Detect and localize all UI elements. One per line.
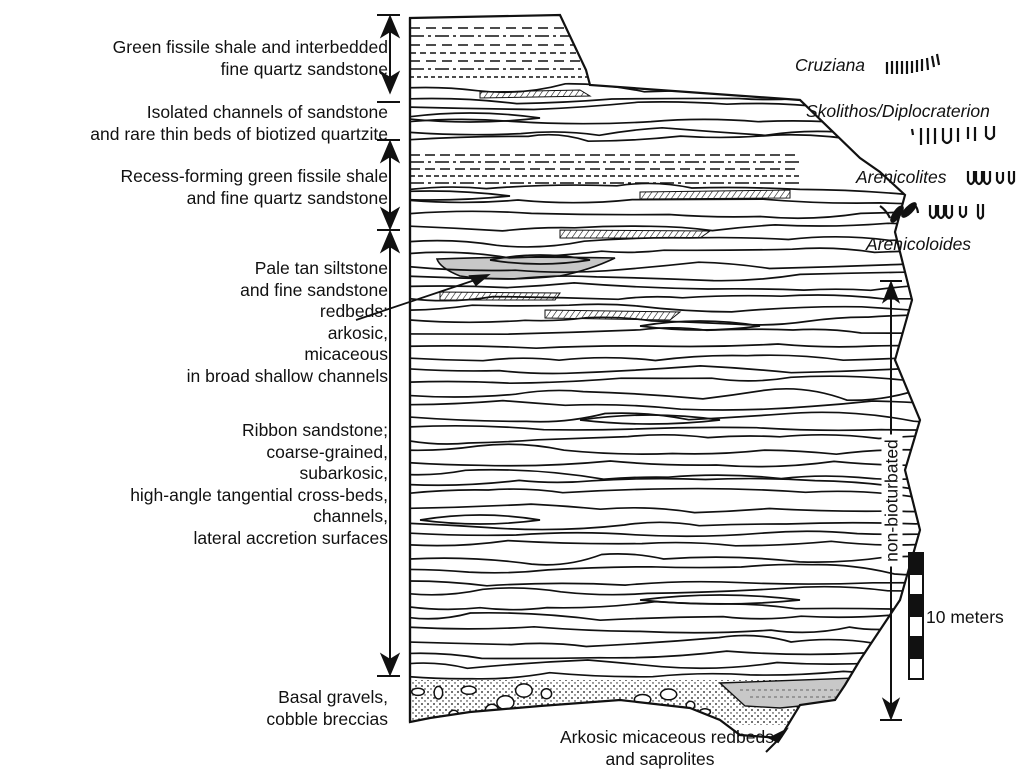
scale-bar-label: 10 meters	[926, 607, 1004, 628]
unit-label-line: subarkosic,	[130, 463, 388, 485]
unit-label-line: arkosic,	[187, 323, 388, 345]
cobble	[434, 686, 443, 699]
unit-label-line: lateral accretion surfaces	[130, 528, 388, 550]
unit-label-line: in broad shallow channels	[187, 366, 388, 388]
cruziana-label: Cruziana	[795, 55, 865, 76]
unit-label-line: Green fissile shale and interbedded	[113, 37, 388, 59]
cobble	[583, 707, 599, 714]
unit-label-line: channels,	[130, 506, 388, 528]
unit-label-line: Pale tan siltstone	[187, 258, 388, 280]
cobble	[461, 686, 476, 694]
cruziana-icon	[887, 54, 939, 74]
bottom-redbeds-label: Arkosic micaceous redbeds and saprolites	[560, 726, 760, 770]
unit-label-line: coarse-grained,	[130, 442, 388, 464]
non-bioturbated-label: non-bioturbated	[882, 435, 903, 567]
unit-label-line: and rare thin beds of biotized quartzite	[90, 124, 388, 146]
bottom-label-line-2: and saprolites	[560, 748, 760, 770]
cobble	[541, 689, 551, 699]
cobble	[516, 684, 533, 697]
unit-label-line: Ribbon sandstone;	[130, 420, 388, 442]
cobble	[412, 688, 425, 695]
unit-label-line: micaceous	[187, 344, 388, 366]
skolithos-label: Skolithos/Diplocraterion	[806, 101, 990, 122]
unit-label-line: and fine quartz sandstone	[121, 188, 388, 210]
unit-label-line: redbeds:	[187, 301, 388, 323]
unit-label-line: high-angle tangential cross-beds,	[130, 485, 388, 507]
cobble	[555, 707, 570, 718]
cobble	[603, 704, 614, 717]
unit-label-line: Isolated channels of sandstone	[90, 102, 388, 124]
arenicolites-label: Arenicolites	[856, 167, 946, 188]
arenicoloides-label: Arenicoloides	[866, 234, 971, 255]
arenicolites-icon	[968, 171, 1014, 184]
unit-label-basal-gravels: Basal gravels,cobble breccias	[266, 687, 388, 730]
cobble	[615, 710, 631, 719]
scale-bar	[909, 553, 923, 679]
unit-label-line: fine quartz sandstone	[113, 59, 388, 81]
unit-label-line: Recess-forming green fissile shale	[121, 166, 388, 188]
unit-label-line: cobble breccias	[266, 709, 388, 731]
cobble	[651, 708, 661, 718]
skolithos-icon	[912, 126, 994, 145]
unit-label-ribbon-sandstone: Ribbon sandstone;coarse-grained,subarkos…	[130, 420, 388, 549]
unit-label-line: and fine sandstone	[187, 280, 388, 302]
bottom-label-line-1: Arkosic micaceous redbeds	[560, 726, 760, 748]
unit-label-line: Basal gravels,	[266, 687, 388, 709]
cobble	[570, 704, 585, 716]
cobble	[661, 689, 677, 700]
